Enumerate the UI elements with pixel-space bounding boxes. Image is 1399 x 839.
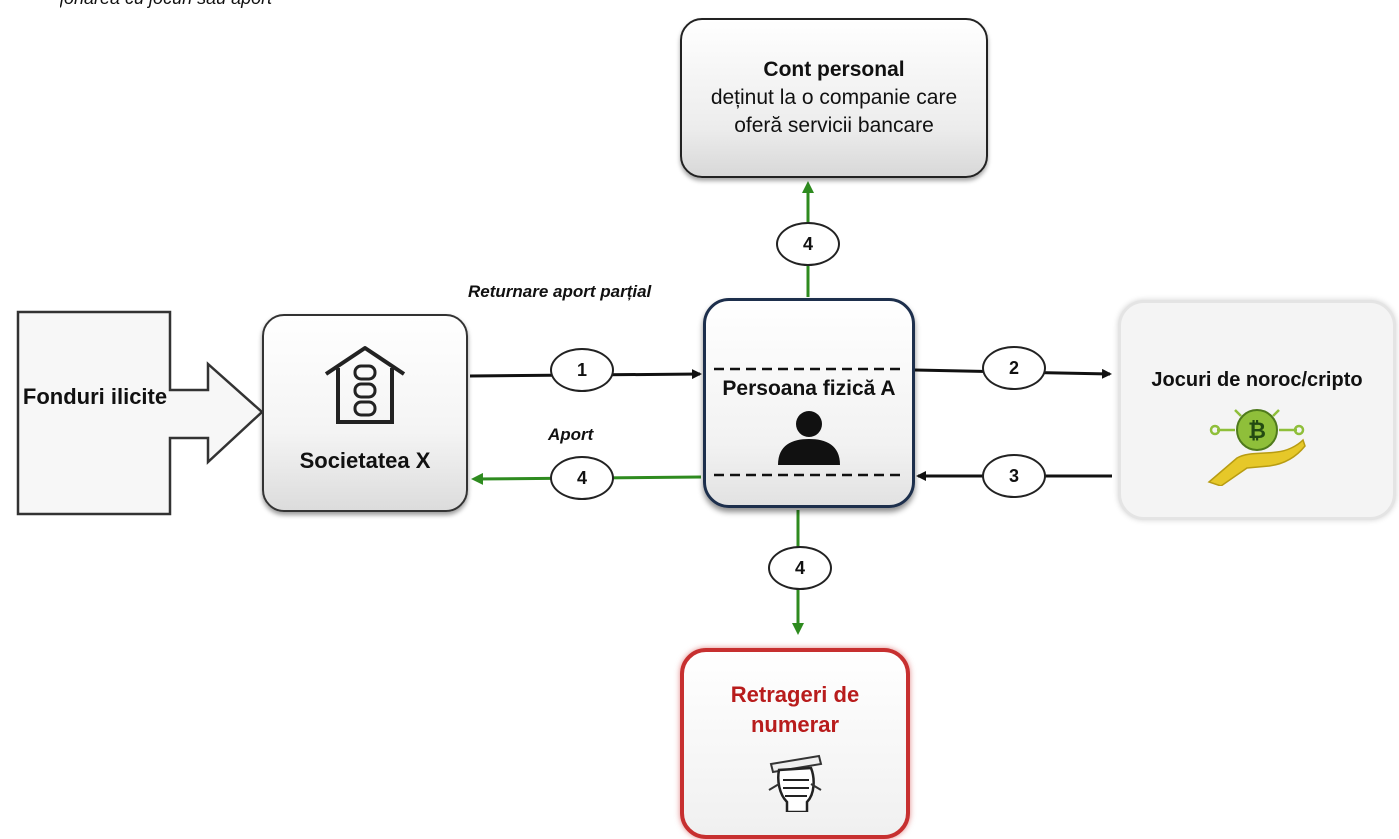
cash-fist-icon (768, 754, 823, 812)
svg-text:₿: ₿ (1248, 419, 1266, 444)
step-2-circle: 2 (982, 346, 1046, 390)
jocuri-label: Jocuri de noroc/cripto (1151, 369, 1363, 391)
building-icon (324, 346, 406, 424)
returnare-aport-label: Returnare aport parțial (468, 282, 652, 301)
step-1-circle: 1 (550, 348, 614, 392)
aport-label: Aport (548, 425, 594, 444)
bitcoin-hand-icon: ₿ (1207, 409, 1306, 486)
person-icon (778, 411, 840, 465)
persoana-dashed-lines (714, 367, 904, 477)
persoana-label: Persoana fizică A (722, 377, 896, 400)
cont-personal-title: Cont personal (763, 58, 905, 81)
cont-personal-box: Cont personal deținut la o companie care… (680, 18, 988, 178)
fonduri-arrow-shape (16, 310, 264, 516)
persoana-box: Persoana fizică A (703, 298, 915, 508)
step-3-circle: 3 (982, 454, 1046, 498)
jocuri-box: Jocuri de noroc/cripto ₿ (1118, 300, 1396, 520)
retrageri-label: Retrageri de numerar (730, 682, 860, 737)
fonduri-label: Fonduri ilicite (22, 384, 168, 409)
societatea-box: Societatea X (262, 314, 468, 512)
societatea-label: Societatea X (299, 448, 431, 473)
cont-personal-subtitle: deținut la o companie care oferă servici… (710, 86, 958, 137)
step-4-left-circle: 4 (550, 456, 614, 500)
retrageri-box: Retrageri de numerar (680, 648, 910, 839)
top-caption: jonarea cu jocuri sau aport (60, 0, 480, 8)
step-4-bottom-circle: 4 (768, 546, 832, 590)
step-4-top-circle: 4 (776, 222, 840, 266)
